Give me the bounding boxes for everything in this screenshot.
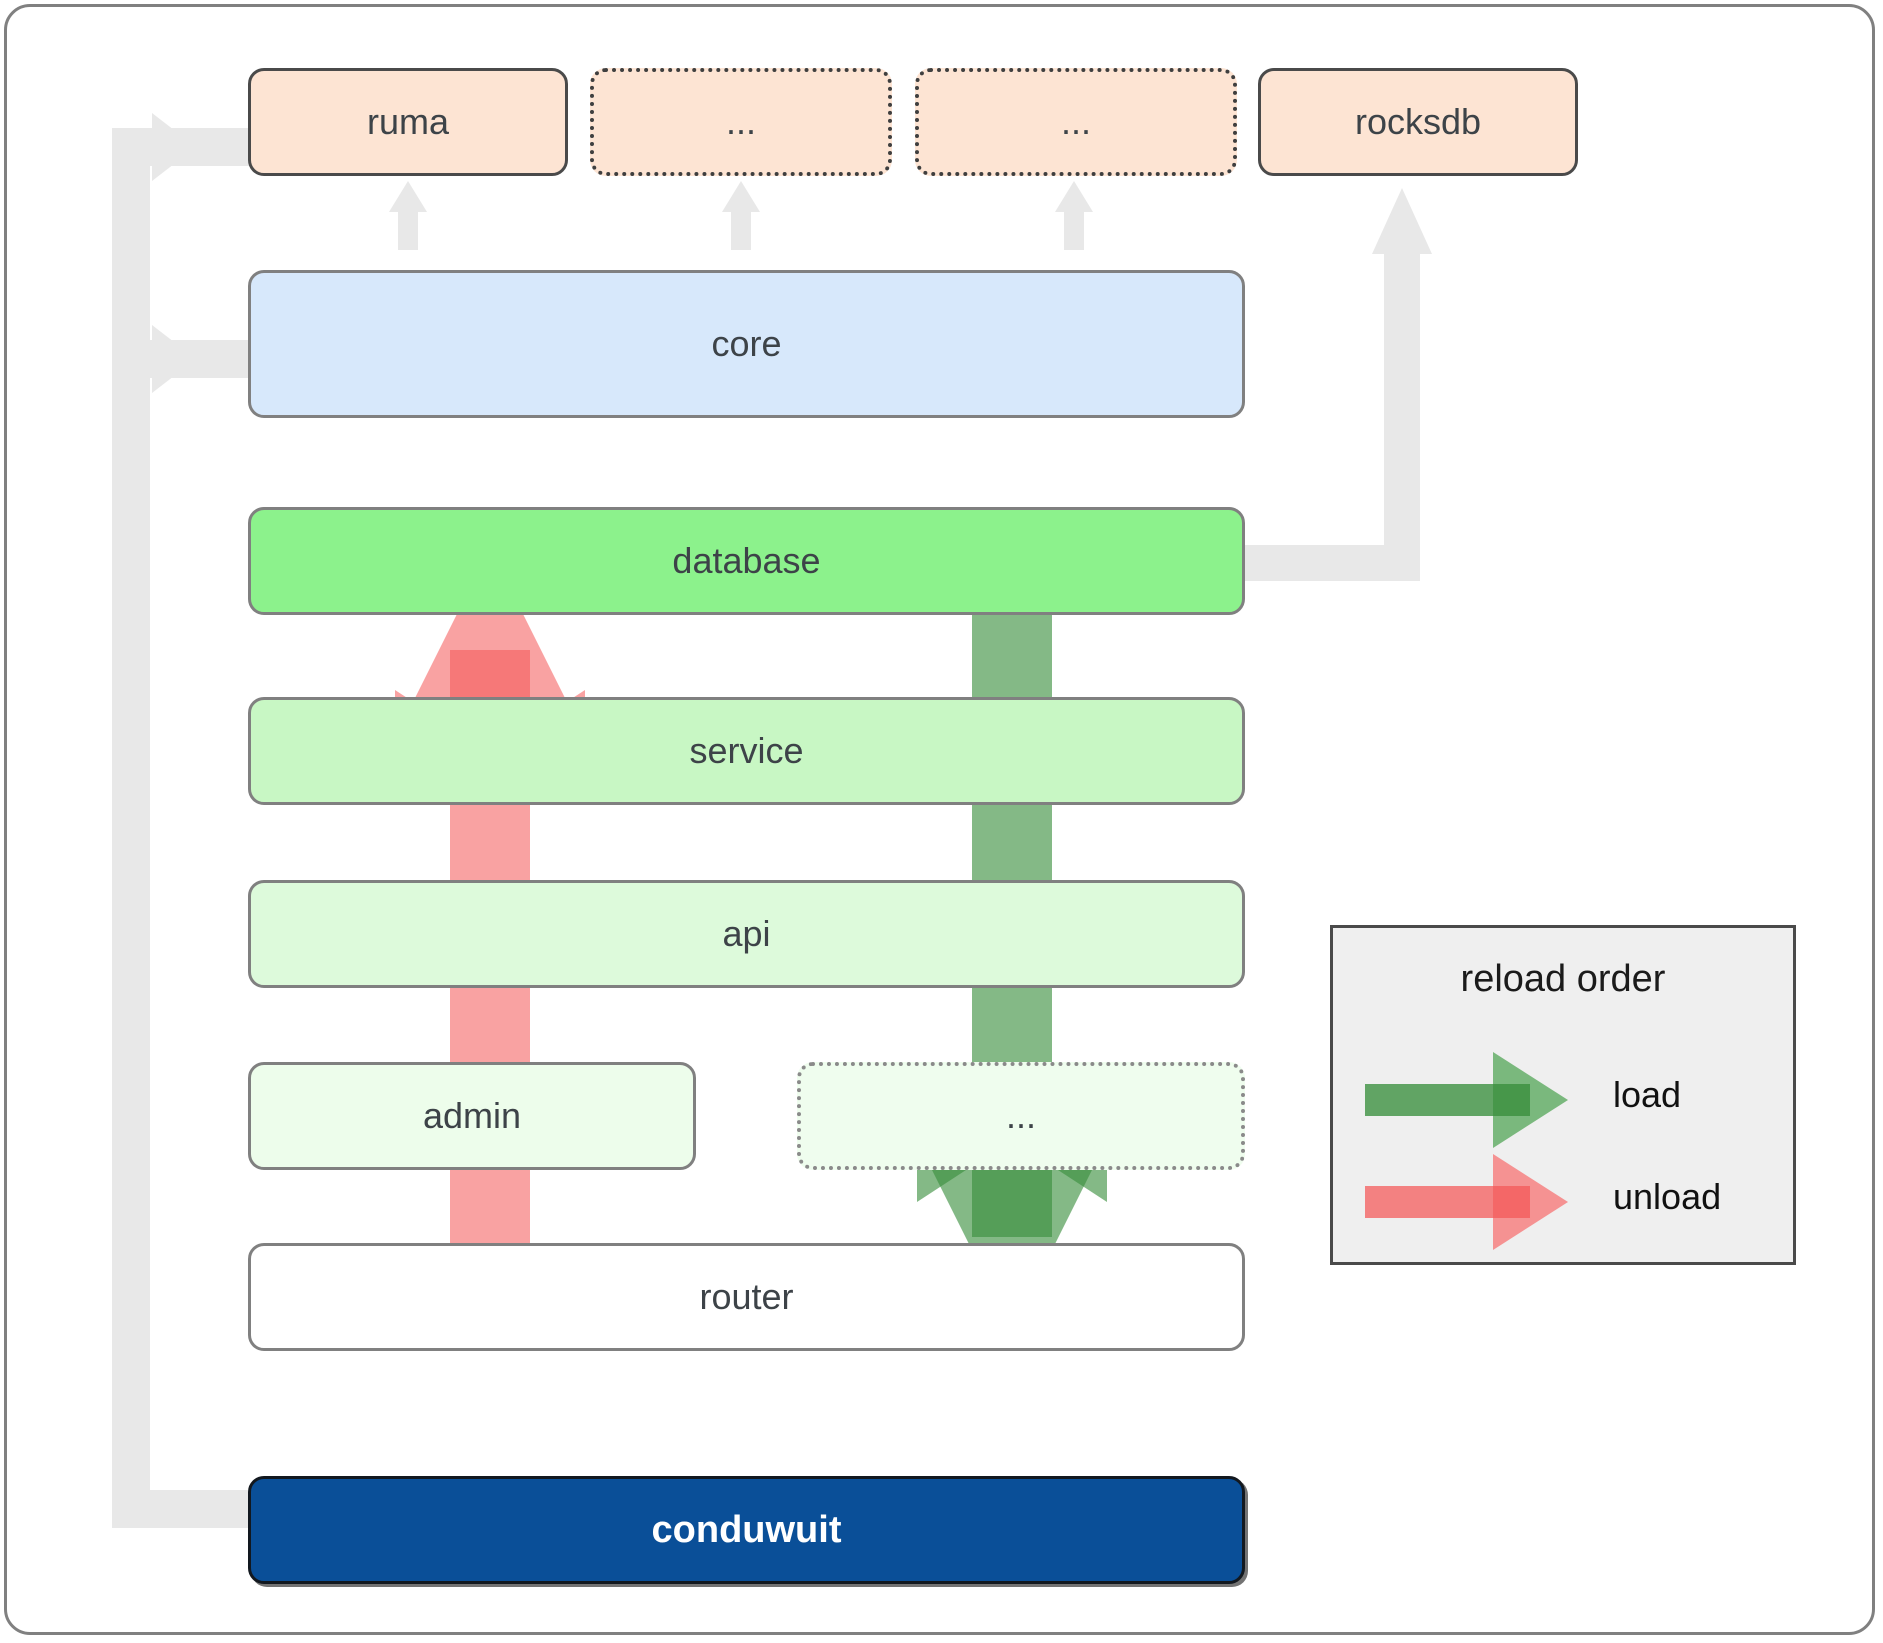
root-box-conduwuit[interactable]: conduwuit [248,1476,1245,1584]
layer-label-ellipsis: ... [1005,1095,1036,1136]
dependency-box-ellipsis-1[interactable]: ... [590,68,892,176]
legend-row-load: load [1333,1052,1793,1148]
layer-label-database: database [672,540,821,581]
legend-unload-arrow-shaft [1365,1186,1530,1218]
dependency-box-rocksdb[interactable]: rocksdb [1258,68,1578,176]
layer-label-api: api [722,913,771,954]
arrow-right-icon-core [152,325,196,393]
layer-label-service: service [689,730,804,771]
legend-load-arrow-shaft [1365,1084,1530,1116]
layer-box-ellipsis[interactable]: ... [797,1062,1245,1170]
dependency-label-ruma: ruma [366,101,450,142]
dependency-label-ellipsis-1: ... [725,101,756,142]
legend-title: reload order [1460,958,1666,1000]
dependency-box-ruma[interactable]: ruma [248,68,568,176]
legend-label-load: load [1613,1074,1682,1115]
connector-core-to-dots2-shaft [1064,212,1084,250]
diagram-frame [4,4,1875,1635]
layer-label-core: core [711,323,782,364]
legend-row-unload: unload [1333,1154,1793,1250]
arrow-up-icon-core-to-ruma [389,181,427,212]
layer-label-router: router [699,1276,794,1317]
layer-box-api[interactable]: api [248,880,1245,988]
arrow-up-icon-core-to-dots2 [1055,181,1093,212]
legend-label-unload: unload [1613,1176,1722,1217]
connector-core-to-ruma-shaft [398,212,418,250]
connector-database-to-rocksdb-v [1384,250,1420,580]
connector-core-to-dots1-shaft [731,212,751,250]
arrow-up-icon-rocksdb [1372,188,1432,254]
layer-box-core[interactable]: core [248,270,1245,418]
dependency-label-ellipsis-2: ... [1060,101,1091,142]
layer-box-admin[interactable]: admin [248,1062,696,1170]
connector-bottom-stub [112,1490,252,1528]
layer-label-admin: admin [422,1095,522,1136]
arrow-right-icon-ruma [152,113,196,181]
dependency-label-rocksdb: rocksdb [1354,101,1482,142]
layer-box-service[interactable]: service [248,697,1245,805]
dependency-box-ellipsis-2[interactable]: ... [915,68,1237,176]
connector-left-trunk [112,128,150,1528]
root-label-conduwuit: conduwuit [651,1508,842,1551]
layer-box-database[interactable]: database [248,507,1245,615]
legend-panel: reload order load unload [1330,925,1796,1265]
arrow-up-icon-core-to-dots1 [722,181,760,212]
layer-box-router[interactable]: router [248,1243,1245,1351]
